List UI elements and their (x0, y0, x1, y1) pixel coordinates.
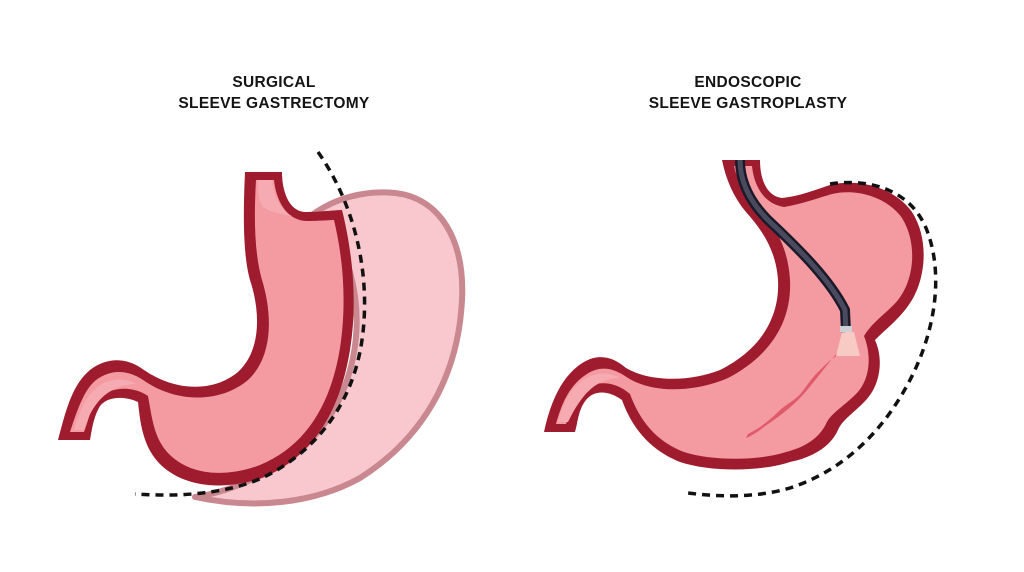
endoscope-light-icon (836, 332, 860, 356)
endoscopic-outline-line (687, 180, 938, 498)
surgical-title: SURGICAL SLEEVE GASTRECTOMY (124, 72, 424, 114)
surgical-cut-line (134, 150, 367, 497)
endoscopic-title: ENDOSCOPIC SLEEVE GASTROPLASTY (598, 72, 898, 114)
endoscopic-stomach-inner (556, 166, 913, 459)
surgical-duodenum-lumen (74, 379, 136, 430)
endoscope-icon (735, 159, 852, 333)
surgical-sleeve-diagram (58, 150, 466, 507)
removed-stomach-portion (192, 189, 466, 507)
endoscopic-title-line2: SLEEVE GASTROPLASTY (648, 95, 848, 112)
surgical-title-line1: SURGICAL (232, 74, 316, 91)
endoscopic-sleeve-diagram (544, 159, 938, 498)
surgical-esophagus-lumen (258, 180, 292, 216)
endoscopic-duodenum-lumen (558, 373, 620, 422)
endoscopic-title-line1: ENDOSCOPIC (694, 74, 802, 91)
surgical-stomach-inner (70, 180, 344, 473)
surgical-title-line2: SLEEVE GASTRECTOMY (178, 95, 370, 112)
